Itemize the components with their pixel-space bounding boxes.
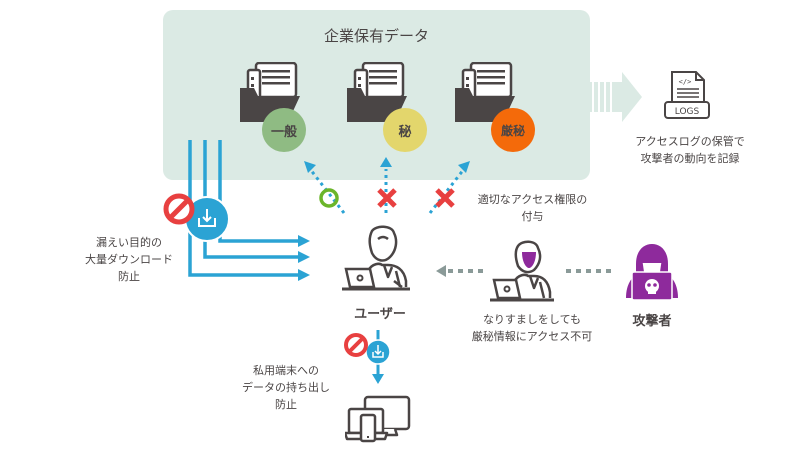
- logs-icon: </> LOGS: [664, 71, 710, 119]
- attacker-icon: [626, 244, 678, 301]
- download-icon: [184, 196, 230, 242]
- impersonation-caption: なりすましをしても 厳秘情報にアクセス不可: [471, 313, 593, 343]
- prohibited-icon: [344, 333, 368, 357]
- user-label: ユーザー: [354, 307, 406, 322]
- private-device-caption: 私用端末への データの持ち出し 防止: [242, 364, 330, 411]
- allowed-icon: [319, 188, 339, 208]
- devices-icon: [345, 395, 411, 443]
- logs-text: LOGS: [675, 107, 700, 117]
- logs-caption: アクセスログの保管で 攻撃者の動向を記録: [635, 135, 745, 165]
- user-icon: [342, 225, 410, 291]
- arrow-head: [298, 235, 310, 247]
- logs-arrow: [588, 72, 642, 122]
- folder-icon: [455, 62, 515, 122]
- impersonation-arrow: [436, 265, 614, 277]
- panel-title: 企業保有データ: [323, 27, 429, 45]
- bulk-download-flow: [188, 140, 310, 281]
- impersonator-icon: [490, 240, 554, 302]
- arrow-head: [298, 251, 310, 263]
- arrow-head: [380, 157, 392, 167]
- access-arrows: [304, 157, 470, 214]
- attacker-label: 攻撃者: [632, 314, 672, 329]
- prohibited-icon: [163, 193, 195, 225]
- bulk-download-caption: 漏えい目的の 大量ダウンロード 防止: [85, 236, 173, 283]
- badge-secret: 秘: [383, 108, 427, 152]
- access-caption: 適切なアクセス権限の 付与: [477, 193, 588, 223]
- code-text: </>: [679, 78, 692, 86]
- arrow-head: [458, 161, 470, 173]
- denied-icon: [377, 188, 397, 208]
- arrow-head: [298, 269, 310, 281]
- badge-general: 一般: [262, 108, 306, 152]
- denied-icon: [435, 188, 455, 208]
- badge-top-secret: 厳秘: [491, 108, 535, 152]
- arrow-head: [436, 265, 446, 277]
- private-download-flow: [365, 330, 391, 384]
- arrow-head: [304, 161, 316, 173]
- folder-top-secret: [453, 62, 515, 124]
- arrow-head: [372, 374, 384, 384]
